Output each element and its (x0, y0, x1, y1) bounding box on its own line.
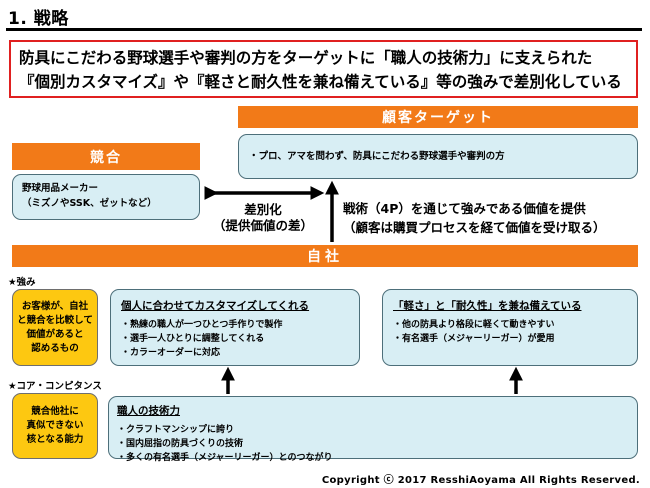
value-offer-label: 戦術（4P）を通じて強みである価値を提供 （顧客は購買プロセスを経て価値を受け取… (343, 199, 606, 237)
strengths-note-line: と競合を比較して (17, 314, 93, 326)
core-competence-heading: 職人の技術力 (117, 405, 180, 417)
differentiation-line-2: （提供価値の差） (212, 218, 313, 233)
core-side-note: 競合他社に 真似できない 核となる能力 (12, 393, 98, 459)
copyright: Copyright ⓒ 2017 ResshiAoyama All Rights… (321, 475, 640, 486)
strengths-side-note: お客様が、自社 と競合を比較して 価値があると 認めるもの (12, 289, 98, 366)
strengths-label: ★強み (8, 277, 36, 288)
list-item: ・他の防具より格段に軽くて動きやすい (393, 320, 555, 330)
headline-box: 防具にこだわる野球選手や審判の方をターゲットに「職人の技術力」に支えられた 『個… (9, 40, 638, 98)
core-note-line: 核となる能力 (26, 434, 84, 445)
core-competence-label: ★コア・コンピタンス (8, 381, 102, 392)
core-competence-box: 職人の技術力 ・クラフトマンシップに誇り ・国内屈指の防具づくりの技術 ・多くの… (108, 396, 638, 463)
strength-lightweight-box: 「軽さ」と「耐久性」を兼ね備えている ・他の防具より格段に軽くて動きやすい ・有… (382, 289, 638, 366)
value-offer-line-2: （顧客は購買プロセスを経て価値を受け取る） (343, 220, 606, 235)
strengths-note-line: 価値があると (26, 328, 84, 340)
target-header: 顧客ターゲット (238, 106, 638, 128)
list-item: ・クラフトマンシップに誇り (117, 425, 235, 435)
title-underline (6, 28, 642, 31)
core-note-line: 真似できない (26, 420, 84, 431)
differentiation-line-1: 差別化 (244, 202, 282, 217)
strength-customize-heading: 個人に合わせてカスタマイズしてくれる (121, 300, 310, 312)
headline-line-1: 防具にこだわる野球選手や審判の方をターゲットに「職人の技術力」に支えられた (19, 49, 593, 67)
list-item: ・有名選手（メジャーリーガー）が愛用 (393, 334, 555, 344)
strength-customize-box: 個人に合わせてカスタマイズしてくれる ・熟練の職人が一つひとつ手作りで製作 ・選… (110, 289, 360, 366)
value-offer-line-1: 戦術（4P）を通じて強みである価値を提供 (343, 201, 586, 216)
list-item: ・選手一人ひとりに調整してくれる (121, 334, 265, 344)
target-text: ・プロ、アマを問わず、防具にこだわる野球選手や審判の方 (249, 151, 505, 162)
strength-lightweight-heading: 「軽さ」と「耐久性」を兼ね備えている (393, 300, 582, 312)
list-item: ・多くの有名選手（メジャーリーガー）とのつながり (117, 453, 333, 463)
competition-line-1: 野球用品メーカー (22, 183, 99, 194)
competition-line-2: （ミズノやSSK、ゼットなど） (22, 198, 157, 209)
list-item: ・カラーオーダーに対応 (121, 348, 221, 358)
core-note-line: 競合他社に (31, 406, 79, 417)
differentiation-label: 差別化 （提供価値の差） (209, 202, 317, 234)
target-box: ・プロ、アマを問わず、防具にこだわる野球選手や審判の方 (238, 134, 638, 179)
competition-box: 野球用品メーカー （ミズノやSSK、ゼットなど） (12, 174, 200, 220)
list-item: ・国内屈指の防具づくりの技術 (117, 439, 244, 449)
list-item: ・熟練の職人が一つひとつ手作りで製作 (121, 320, 283, 330)
strengths-note-line: お客様が、自社 (21, 300, 89, 312)
page-title: 1. 戦略 (8, 9, 69, 29)
strengths-note-line: 認めるもの (31, 342, 79, 354)
self-header: 自社 (12, 245, 638, 267)
competition-header: 競合 (12, 143, 200, 170)
headline-line-2: 『個別カスタマイズ』や『軽さと耐久性を兼ね備えている』等の強みで差別化している (19, 73, 622, 91)
